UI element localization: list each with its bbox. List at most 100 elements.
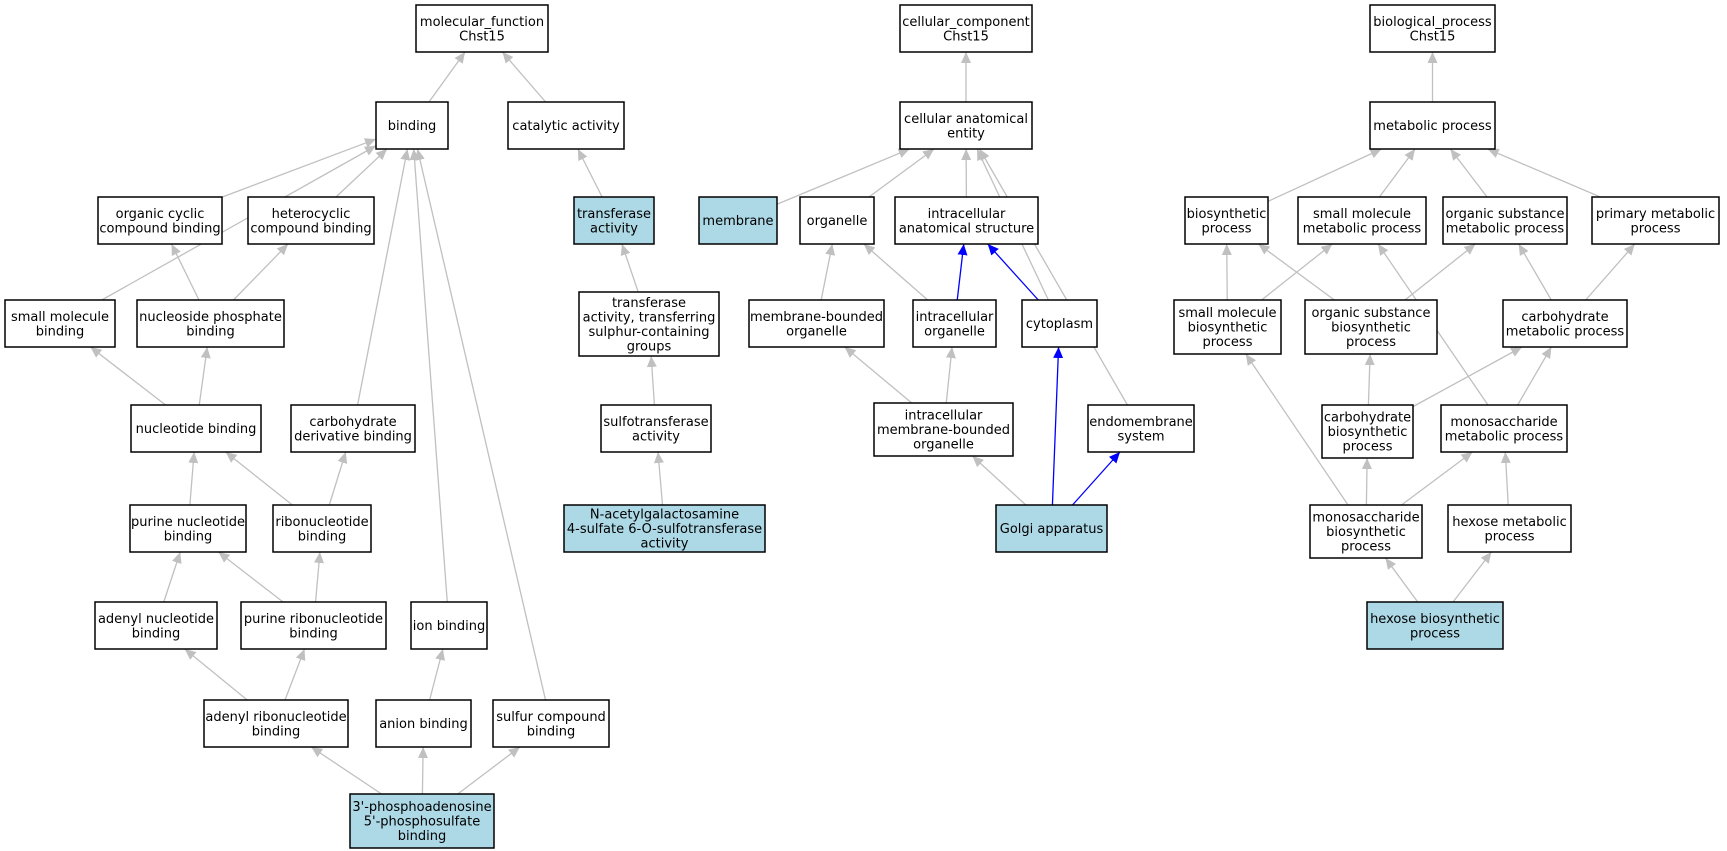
node-box — [873, 402, 1014, 457]
node-label-line: carbohydrate — [309, 415, 396, 430]
edge-line — [163, 551, 182, 603]
node-label-line: 4-sulfate 6-O-sulfotransferase — [567, 522, 762, 537]
node-box — [894, 196, 1039, 245]
node-ionb[interactable]: ion binding — [410, 601, 488, 650]
node-golgi[interactable]: Golgi apparatus — [995, 504, 1108, 553]
node-label-line: carbohydrate — [1324, 411, 1411, 426]
node-membrane[interactable]: membrane — [698, 196, 778, 245]
node-label-line: carbohydrate — [1521, 310, 1608, 325]
node-label-line: activity — [632, 429, 680, 444]
edge-io-to-ias — [956, 243, 968, 301]
node-box — [4, 299, 116, 348]
node-label-line: biological_process — [1373, 15, 1492, 30]
edge-line — [188, 451, 199, 506]
node-box — [129, 504, 247, 553]
edge-catalytic-to-mf — [501, 51, 547, 103]
node-organelle[interactable]: organelle — [799, 196, 875, 245]
node-anionb[interactable]: anion binding — [375, 699, 472, 748]
node-label-line: metabolic process — [1506, 324, 1625, 339]
edge-line — [979, 148, 1128, 406]
edge-osmp-to-mp — [1449, 148, 1488, 198]
node-catalytic[interactable]: catalytic activity — [507, 101, 625, 150]
edge-hcb-to-binding — [335, 148, 388, 198]
edge-osbp-to-bsp — [1257, 243, 1335, 301]
edge-line — [1364, 353, 1375, 406]
edge-anionb-to-ionb — [428, 648, 445, 701]
node-label-line: hexose biosynthetic — [1370, 612, 1500, 627]
node-box — [1502, 299, 1628, 348]
node-label-line: binding — [36, 324, 84, 339]
edge-line — [457, 746, 521, 795]
node-box — [899, 101, 1033, 150]
node-label-line: heterocyclic — [272, 207, 351, 222]
edge-line — [170, 243, 200, 301]
node-box — [600, 404, 712, 453]
node-box — [1447, 504, 1572, 553]
node-binding[interactable]: binding — [375, 101, 449, 150]
node-paps[interactable]: 3'-phosphoadenosine5'-phosphosulfatebind… — [349, 793, 495, 849]
edge-line — [1245, 353, 1349, 506]
node-nb[interactable]: nucleotide binding — [130, 404, 262, 453]
node-box — [899, 4, 1033, 53]
node-label-line: small molecule — [1179, 306, 1277, 321]
edge-line — [776, 148, 910, 205]
node-box — [1297, 196, 1427, 245]
edge-paps-to-arnb — [310, 746, 382, 795]
node-label-line: intracellular — [928, 207, 1006, 222]
node-box — [1087, 404, 1195, 453]
edge-line — [221, 138, 377, 198]
node-label-line: process — [1346, 335, 1396, 350]
node-label-line: molecular_function — [420, 15, 544, 30]
node-label-line: organic substance — [1312, 306, 1431, 321]
edge-organelle-to-cae — [868, 148, 935, 198]
node-box — [912, 299, 997, 348]
node-mp[interactable]: metabolic process — [1369, 101, 1496, 150]
node-cytoplasm[interactable]: cytoplasm — [1021, 299, 1098, 348]
node-label-line: compound binding — [250, 221, 371, 236]
edge-mbo-to-organelle — [820, 243, 836, 301]
node-box — [136, 299, 285, 348]
node-box — [247, 196, 375, 245]
edge-layer — [90, 51, 1636, 795]
node-box — [1591, 196, 1720, 245]
edge-line — [863, 243, 929, 301]
node-box — [748, 299, 885, 348]
